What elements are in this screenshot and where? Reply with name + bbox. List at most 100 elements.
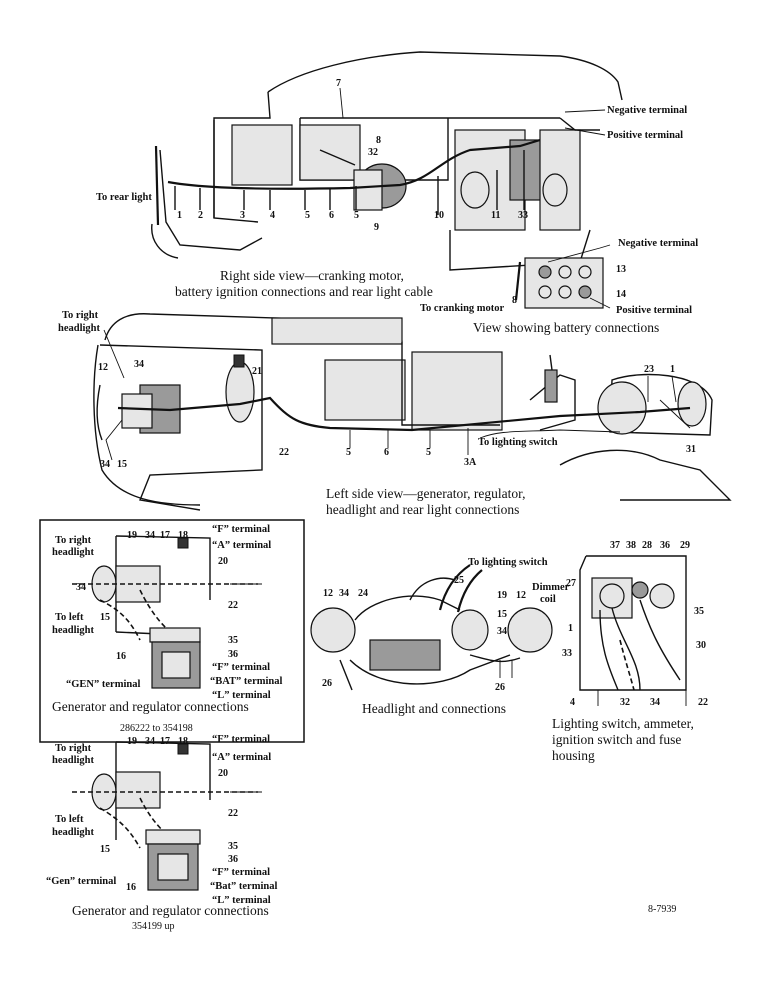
svg-text:1: 1 bbox=[670, 364, 675, 375]
to-rear-light-label: To rear light bbox=[96, 192, 152, 203]
svg-text:19: 19 bbox=[127, 736, 137, 747]
svg-text:4: 4 bbox=[570, 697, 575, 708]
svg-text:21: 21 bbox=[252, 366, 262, 377]
svg-text:15: 15 bbox=[100, 844, 110, 855]
svg-text:3: 3 bbox=[240, 210, 245, 221]
gen-reg-connections-1: 19 34 17 18 “F” terminal “A” terminal 20… bbox=[39, 519, 305, 743]
gr1-caption: Generator and regulator connections bbox=[52, 699, 249, 714]
svg-text:9: 9 bbox=[374, 222, 379, 233]
svg-text:20: 20 bbox=[218, 556, 228, 567]
svg-text:1: 1 bbox=[568, 623, 573, 634]
gr1-a-terminal: “A” terminal bbox=[212, 540, 271, 551]
svg-text:18: 18 bbox=[178, 736, 188, 747]
left-view-caption-2: headlight and rear light connections bbox=[326, 502, 519, 517]
svg-text:33: 33 bbox=[518, 210, 528, 221]
svg-text:22: 22 bbox=[698, 697, 708, 708]
svg-text:5: 5 bbox=[305, 210, 310, 221]
svg-text:1: 1 bbox=[177, 210, 182, 221]
left-to-lighting-switch-label: To lighting switch bbox=[478, 437, 558, 448]
gr2-serial: 354199 up bbox=[132, 921, 175, 932]
svg-text:15: 15 bbox=[497, 609, 507, 620]
svg-text:26: 26 bbox=[495, 682, 505, 693]
svg-text:33: 33 bbox=[562, 648, 572, 659]
gr2-to-left-1: To left bbox=[55, 814, 84, 825]
svg-text:16: 16 bbox=[116, 651, 126, 662]
svg-text:15: 15 bbox=[100, 612, 110, 623]
left-to-right-headlight-2: headlight bbox=[58, 323, 101, 334]
gr1-gen-terminal: “GEN” terminal bbox=[66, 679, 140, 690]
svg-text:12: 12 bbox=[516, 590, 526, 601]
gr2-to-left-2: headlight bbox=[52, 827, 95, 838]
gr2-gen-terminal: “Gen” terminal bbox=[46, 876, 116, 887]
svg-text:10: 10 bbox=[434, 210, 444, 221]
svg-text:38: 38 bbox=[626, 540, 636, 551]
svg-text:6: 6 bbox=[329, 210, 334, 221]
gr2-bat-terminal: “Bat” terminal bbox=[210, 881, 277, 892]
headlight-connections: To lighting switch 12 34 24 25 19 12 15 … bbox=[310, 557, 570, 716]
gr1-bat-terminal: “BAT” terminal bbox=[210, 676, 283, 687]
gr1-f-terminal: “F” terminal bbox=[212, 662, 270, 673]
gr2-to-right-2: headlight bbox=[52, 755, 95, 766]
svg-text:5: 5 bbox=[346, 447, 351, 458]
svg-text:8: 8 bbox=[512, 295, 517, 306]
svg-text:35: 35 bbox=[694, 606, 704, 617]
svg-text:36: 36 bbox=[228, 854, 238, 865]
left-to-right-headlight-1: To right bbox=[62, 310, 99, 321]
gr1-l-terminal: “L” terminal bbox=[212, 690, 271, 701]
svg-text:37: 37 bbox=[610, 540, 620, 551]
svg-text:34: 34 bbox=[650, 697, 660, 708]
svg-text:22: 22 bbox=[228, 808, 238, 819]
left-view-caption-1: Left side view—generator, regulator, bbox=[326, 486, 525, 501]
svg-text:27: 27 bbox=[566, 578, 576, 589]
battery-view-caption: View showing battery connections bbox=[473, 320, 659, 335]
svg-text:12: 12 bbox=[323, 588, 333, 599]
gen-reg-connections-2: 19 34 17 18 “F” terminal “A” terminal 20… bbox=[46, 734, 277, 932]
svg-text:17: 17 bbox=[160, 736, 170, 747]
svg-text:34: 34 bbox=[497, 626, 507, 637]
gr2-f-terminal: “F” terminal bbox=[212, 867, 270, 878]
svg-text:23: 23 bbox=[644, 364, 654, 375]
to-cranking-motor-label: To cranking motor bbox=[420, 303, 505, 314]
dimmer-coil-label-1: Dimmer bbox=[532, 582, 570, 593]
battery-view: 8 13 14 Negative terminal Positive termi… bbox=[420, 238, 698, 335]
svg-text:35: 35 bbox=[228, 635, 238, 646]
svg-text:35: 35 bbox=[228, 841, 238, 852]
headlight-to-lighting-switch: To lighting switch bbox=[468, 557, 548, 568]
svg-text:34: 34 bbox=[134, 359, 144, 370]
svg-text:4: 4 bbox=[270, 210, 275, 221]
svg-text:19: 19 bbox=[127, 530, 137, 541]
svg-text:36: 36 bbox=[660, 540, 670, 551]
svg-text:17: 17 bbox=[160, 530, 170, 541]
gr1-to-left-1: To left bbox=[55, 612, 84, 623]
gr2-f-terminal-top: “F” terminal bbox=[212, 734, 270, 745]
gr2-caption: Generator and regulator connections bbox=[72, 903, 269, 918]
battery-negative-terminal-label: Negative terminal bbox=[618, 238, 698, 249]
svg-text:5: 5 bbox=[354, 210, 359, 221]
headlight-caption: Headlight and connections bbox=[362, 701, 506, 716]
svg-text:36: 36 bbox=[228, 649, 238, 660]
svg-text:32: 32 bbox=[620, 697, 630, 708]
svg-text:26: 26 bbox=[322, 678, 332, 689]
svg-text:22: 22 bbox=[279, 447, 289, 458]
switch-caption-3: housing bbox=[552, 748, 595, 763]
svg-text:31: 31 bbox=[686, 444, 696, 455]
svg-text:16: 16 bbox=[126, 882, 136, 893]
svg-text:34: 34 bbox=[145, 736, 155, 747]
svg-text:28: 28 bbox=[642, 540, 652, 551]
svg-text:3A: 3A bbox=[464, 457, 477, 468]
switch-housing: 37 38 28 36 29 27 35 1 30 33 4 32 34 22 … bbox=[552, 540, 708, 763]
gr2-to-right-1: To right bbox=[55, 743, 92, 754]
svg-text:34: 34 bbox=[76, 582, 86, 593]
svg-text:12: 12 bbox=[98, 362, 108, 373]
svg-text:29: 29 bbox=[680, 540, 690, 551]
right-negative-terminal-label: Negative terminal bbox=[607, 105, 687, 116]
svg-text:20: 20 bbox=[218, 768, 228, 779]
svg-text:18: 18 bbox=[178, 530, 188, 541]
gr1-to-left-2: headlight bbox=[52, 625, 95, 636]
svg-text:8: 8 bbox=[376, 135, 381, 146]
svg-text:5: 5 bbox=[426, 447, 431, 458]
svg-text:34: 34 bbox=[145, 530, 155, 541]
right-positive-terminal-label: Positive terminal bbox=[607, 130, 683, 141]
svg-text:34: 34 bbox=[100, 459, 110, 470]
